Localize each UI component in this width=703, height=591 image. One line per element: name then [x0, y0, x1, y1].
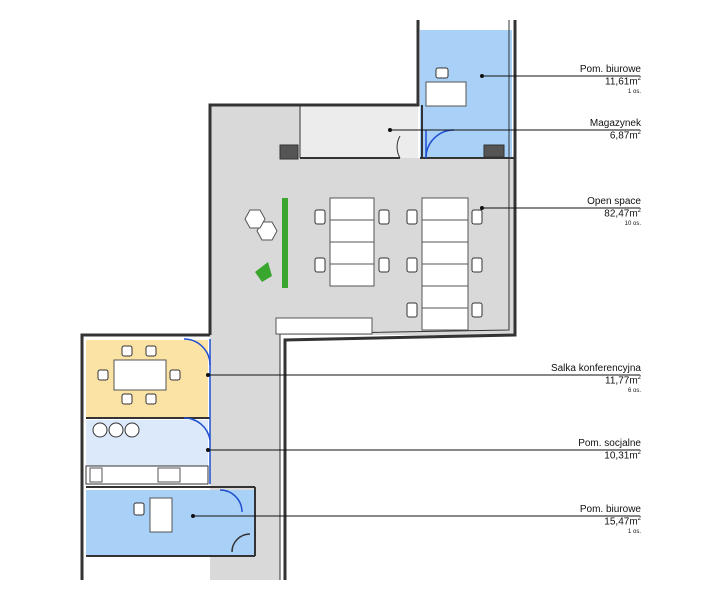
room-area: 15,47m2 — [604, 515, 641, 527]
desks — [89, 81, 469, 533]
room-capacity: 6 os. — [627, 388, 641, 395]
room-label-social: Pom. socjalne 10,31m2 — [578, 438, 641, 461]
room-name: Salka konferencyjna — [550, 363, 641, 374]
room-label-open-space: Open space 82,47m2 10 os. — [587, 196, 641, 228]
room-area: 10,31m2 — [604, 449, 641, 461]
room-area: 11,61m2 — [605, 75, 641, 87]
room-area: 82,47m2 — [604, 207, 641, 219]
room-capacity: 1 os. — [627, 529, 641, 536]
room-capacity: 1 os. — [627, 89, 641, 96]
room-name: Open space — [587, 196, 641, 207]
room-label-storage: Magazynek 6,87m2 — [590, 118, 641, 141]
room-name: Pom. biurowe — [579, 504, 641, 515]
room-name: Pom. socjalne — [578, 438, 641, 449]
kitchen-counter — [85, 465, 209, 485]
doors — [183, 129, 455, 553]
leader-lines — [191, 74, 640, 518]
room-name: Pom. biurowe — [579, 64, 641, 75]
room-area: 6,87m2 — [609, 129, 641, 141]
room-label-conference: Salka konferencyjna 11,77m2 6 os. — [551, 363, 641, 395]
chairs — [92, 67, 483, 516]
lounge-plant — [244, 198, 288, 288]
room-area: 11,77m2 — [605, 374, 641, 386]
door-storage — [396, 135, 401, 159]
room-label-office-top: Pom. biurowe 11,61m2 1 os. — [580, 64, 641, 96]
room-label-office-bottom: Pom. biurowe 15,47m2 1 os. — [580, 504, 641, 536]
room-capacity: 10 os. — [624, 221, 641, 228]
room-name: Magazynek — [589, 118, 641, 129]
storage-floor — [300, 105, 418, 158]
walls — [80, 20, 517, 580]
